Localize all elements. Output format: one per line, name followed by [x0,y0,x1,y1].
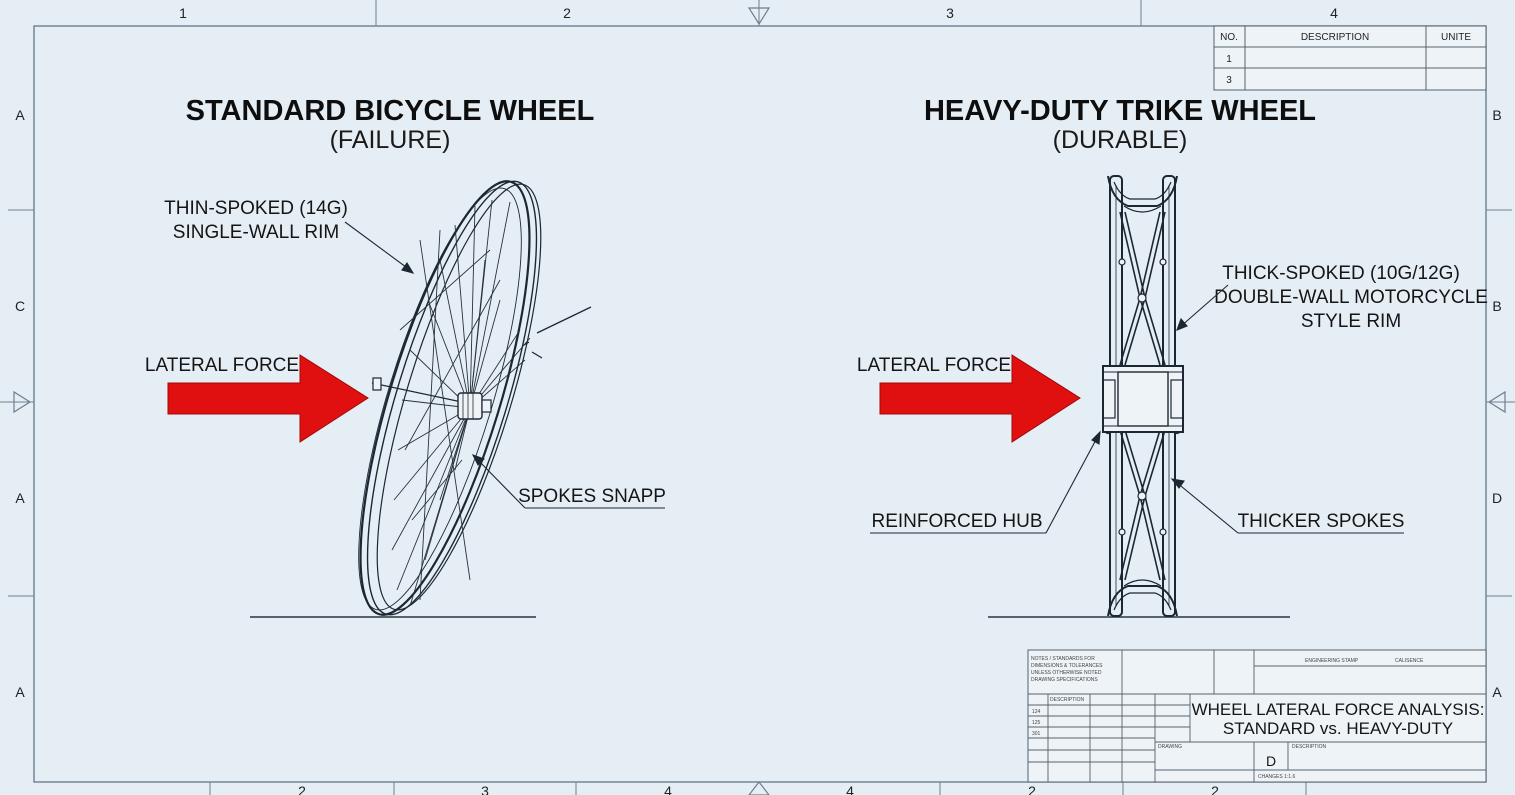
right-panel-subtitle: (DURABLE) [1053,126,1188,154]
zone-right-1: B [1492,107,1501,123]
right-rim-callout-line3: STYLE RIM [1301,311,1401,332]
zone-left-3: A [15,490,25,506]
title-block: NOTES / STANDARDS FOR DIMENSIONS & TOLER… [1027,649,1487,783]
calc-label: CALISENCE [1395,658,1424,664]
zone-bottom-3: 4 [664,783,672,795]
zone-bottom-6: 2 [1211,783,1219,795]
rev-number: 124 [1032,709,1041,715]
description-header: DESCRIPTION [1050,697,1085,703]
notes-line: DIMENSIONS & TOLERANCES [1031,663,1103,669]
left-panel-title: STANDARD BICYCLE WHEEL [186,95,595,127]
spokes-snapp-leader [471,454,665,509]
revision-header-unite: UNITE [1441,32,1471,43]
left-panel-subtitle: (FAILURE) [330,126,451,154]
zone-left-2: C [15,298,25,314]
revision-header-description: DESCRIPTION [1301,32,1369,43]
title-block-title-line1: WHEEL LATERAL FORCE ANALYSIS: [1192,700,1485,719]
zone-top-3: 3 [946,5,954,21]
zone-left-1: A [15,107,25,123]
left-rim-callout-line2: SINGLE-WALL RIM [173,222,339,243]
drawing-size: D [1266,753,1276,769]
revision-header-no: NO. [1220,32,1238,43]
left-rim-callout-line1: THIN-SPOKED (14G) [164,198,348,219]
zone-top-1: 1 [179,5,187,21]
notes-line: DRAWING SPECIFICATIONS [1031,677,1098,683]
description-header: DESCRIPTION [1292,744,1327,750]
trike-wheel [1102,175,1184,617]
revision-row-no: 1 [1226,54,1232,65]
right-rim-callout-line1: THICK-SPOKED (10G/12G) [1222,263,1460,284]
right-panel-title: HEAVY-DUTY TRIKE WHEEL [924,95,1316,127]
notes-line: NOTES / STANDARDS FOR [1031,656,1095,662]
rev-number: 301 [1032,731,1041,737]
rev-number: 125 [1032,720,1041,726]
reinforced-hub-leader [870,430,1101,534]
right-rim-callout-line2: DOUBLE-WALL MOTORCYCLE [1214,287,1488,308]
notes-line: UNLESS OTHERWISE NOTED [1031,670,1102,676]
zone-right-3: D [1492,490,1502,506]
zone-left-4: A [15,684,25,700]
revision-row-no: 3 [1226,75,1232,86]
left-rim-leader [344,221,415,274]
thicker-spokes-label: THICKER SPOKES [1238,511,1405,532]
spokes-snapp-label: SPOKES SNAPP [518,486,666,507]
reinforced-hub-label: REINFORCED HUB [871,511,1042,532]
revision-table: NO. DESCRIPTION UNITE 1 3 [1213,25,1487,91]
zone-bottom-1: 2 [298,783,306,795]
thicker-spokes-leader [1170,478,1404,534]
bent-bicycle-wheel [358,180,592,616]
engineering-stamp-label: ENGINEERING STAMP [1305,658,1359,664]
left-lateral-force-arrow [167,354,369,443]
right-rim-leader [1176,284,1229,331]
zone-right-4: A [1492,684,1502,700]
zone-bottom-5: 2 [1028,783,1036,795]
right-force-label: LATERAL FORCE [857,355,1011,376]
left-force-label: LATERAL FORCE [145,355,299,376]
zone-bottom-4: 4 [846,783,854,795]
right-lateral-force-arrow [879,354,1081,443]
drawing-label: DRAWING [1158,744,1182,750]
zone-right-2: B [1492,298,1501,314]
title-block-title-line2: STANDARD vs. HEAVY-DUTY [1223,719,1453,738]
scale-label: CHANGES 1:1.6 [1258,774,1295,780]
zone-top-2: 2 [563,5,571,21]
zone-bottom-2: 3 [481,783,489,795]
zone-top-4: 4 [1330,5,1338,21]
